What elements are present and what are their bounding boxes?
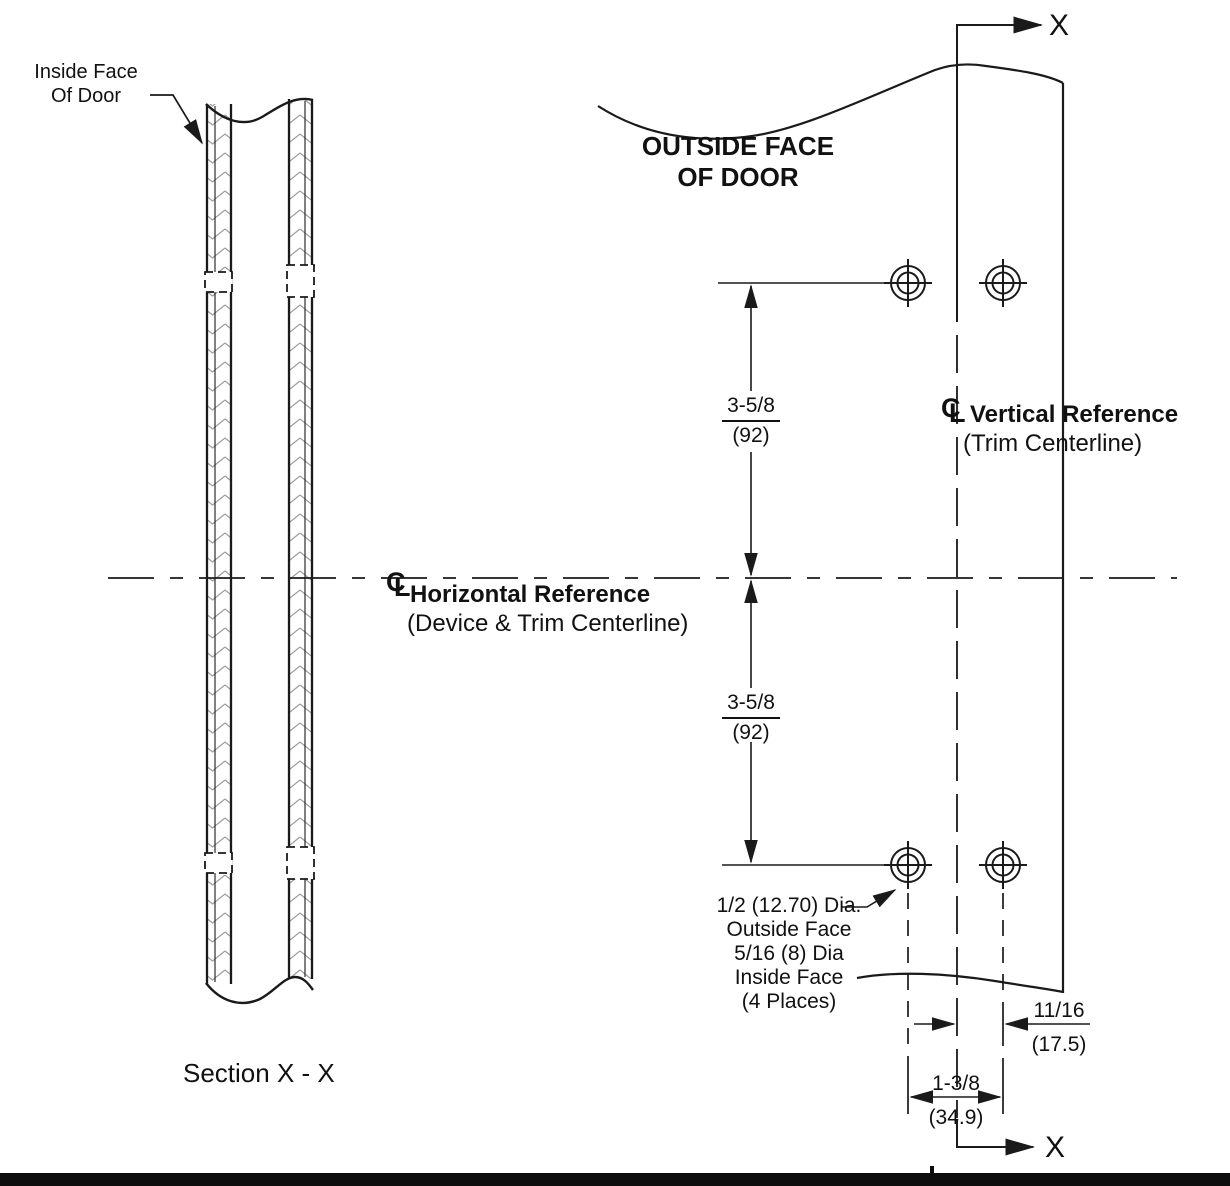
section-label: Section X - X [183,1058,335,1088]
dim-offset-right-metric: (17.5) [1031,1033,1087,1056]
centerline-symbol-l: L [394,572,411,602]
inside-face-skin-hatch [206,104,232,984]
title-block-divider-tick [930,1166,934,1173]
hidden-hole-lower-inside-face [204,852,233,874]
outside-face-skin-hatch [288,99,313,979]
horizontal-reference-title: Horizontal Reference [410,581,651,608]
centerline-symbol-vertical: C L [941,393,967,428]
inside-face-leader-arrow [150,94,203,145]
door-section-view [204,97,315,1005]
hidden-hole-upper-inside-face [204,271,233,293]
dim-lower-vertical: 3-5/8 (92) [711,691,791,745]
section-marker-x-top: X [1049,9,1070,42]
vertical-reference-title: Vertical Reference [970,401,1179,428]
dim-hole-spacing: 1-3/8 (34.9) [920,1072,992,1130]
section-top-break-line [205,97,314,124]
section-bottom-break-line [205,975,314,1005]
section-marker-x-bottom: X [1045,1131,1066,1164]
vertical-reference-subtitle: (Trim Centerline) [963,430,1143,457]
dim-upper-vertical: 3-5/8 (92) [711,394,791,448]
dim-hole-spacing-value: 1-3/8 [932,1072,980,1095]
hole-marker-bottom-right [979,841,1027,889]
face-bottom-break-line [856,972,1064,994]
outside-face-label: OUTSIDE FACE OF DOOR [641,131,835,192]
section-line-top-x [956,16,1044,322]
hole-centerlines [907,893,1004,1114]
dim-lower-vertical-value: 3-5/8 [722,691,780,719]
hole-marker-top-right [979,259,1027,307]
hidden-hole-upper-outside-face [286,264,315,298]
dim-offset-right-value: 11/16 [1033,999,1085,1022]
dimension-lines [718,282,1090,1104]
drill-hole-markers [884,259,1027,889]
dim-upper-vertical-metric: (92) [732,424,770,447]
door-face-view [108,16,1177,1156]
dim-lower-vertical-metric: (92) [732,721,770,744]
inside-face-label: Inside Face Of Door [34,61,138,107]
dim-upper-vertical-value: 3-5/8 [722,394,780,422]
hole-specification-note: 1/2 (12.70) Dia. Outside Face 5/16 (8) D… [716,894,862,1013]
face-top-break-line [597,63,1064,140]
hole-marker-top-left [884,259,932,307]
hidden-hole-lower-outside-face [286,846,315,880]
hole-note-leader-arrow [842,889,897,908]
dim-offset-right: 11/16 (17.5) [1024,999,1094,1057]
section-line-bottom-x [956,1120,1036,1156]
horizontal-reference-subtitle: (Device & Trim Centerline) [407,610,689,637]
centerline-symbol-horizontal: C L [386,567,412,602]
hole-marker-bottom-left [884,841,932,889]
centerline-symbol-l: L [949,398,966,428]
title-block-top-border [0,1173,1230,1186]
centerline-symbol-c: C [386,567,406,597]
dim-hole-spacing-metric: (34.9) [928,1106,984,1129]
centerline-symbol-c: C [941,393,961,423]
